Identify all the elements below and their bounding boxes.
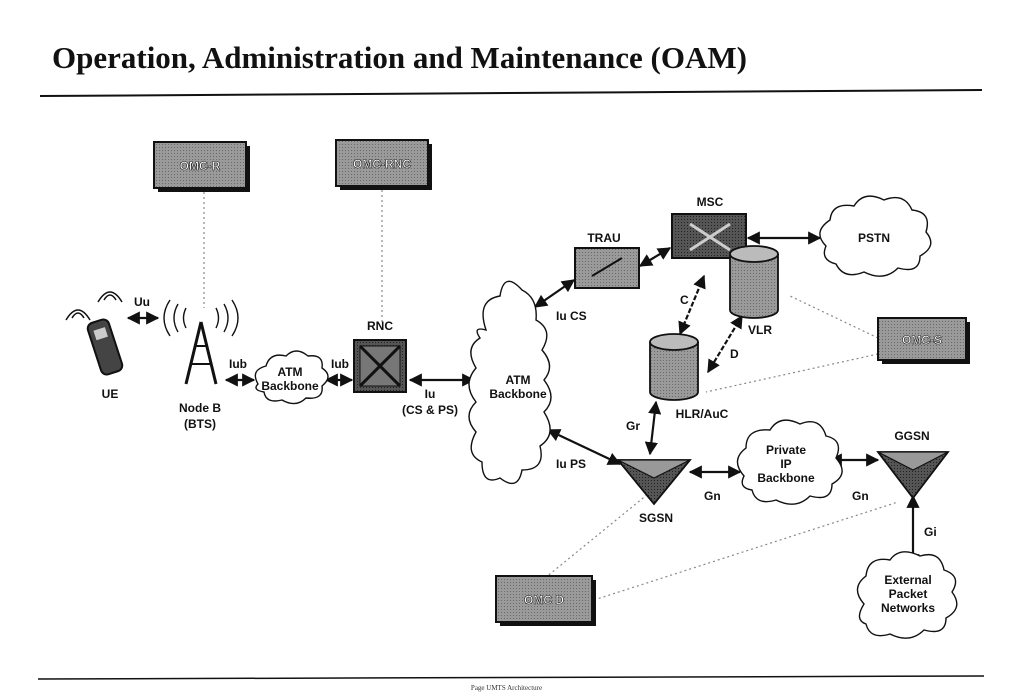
omc-s-box: OMC-S <box>877 317 970 364</box>
svg-text:IP: IP <box>780 457 791 471</box>
pstn-cloud: PSTN <box>819 195 932 277</box>
svg-text:External: External <box>884 573 931 587</box>
node-b-label: Node B <box>179 401 221 415</box>
vlr-label: VLR <box>748 323 772 337</box>
external-packet-networks-cloud: External Packet Networks <box>856 551 958 639</box>
hlr-database-icon: HLR/AuC <box>649 333 729 421</box>
svg-text:Packet: Packet <box>889 587 928 601</box>
iub-right-label: Iub <box>331 357 349 371</box>
arrow-iu-ps <box>546 429 622 465</box>
omc-rnc-box: OMC-RNC <box>335 139 432 190</box>
iu-ps-label: Iu PS <box>556 457 586 471</box>
iu-sub-label: (CS & PS) <box>402 403 458 417</box>
svg-text:OMC-S: OMC-S <box>902 333 942 347</box>
sgsn-icon: SGSN <box>616 459 692 525</box>
arrow-iu-cs <box>533 279 576 308</box>
ggsn-icon: GGSN <box>876 429 950 500</box>
arrow-gr <box>644 400 662 456</box>
atm-backbone-cloud: ATM Backbone <box>468 280 552 485</box>
svg-text:PSTN: PSTN <box>858 231 890 245</box>
d-label: D <box>730 347 739 361</box>
gn-right-label: Gn <box>852 489 869 503</box>
svg-text:OMC-R: OMC-R <box>180 159 221 173</box>
rnc-label: RNC <box>367 319 393 333</box>
svg-text:Networks: Networks <box>881 601 935 615</box>
iu-cs-label: Iu CS <box>556 309 587 323</box>
svg-text:ATM: ATM <box>505 373 530 387</box>
gn-left-label: Gn <box>704 489 721 503</box>
node-b-sub-label: (BTS) <box>184 417 216 431</box>
interface-arrows <box>126 231 920 568</box>
msc-label: MSC <box>697 195 724 209</box>
node-b-tower-icon: Node B (BTS) <box>163 299 239 431</box>
sgsn-label: SGSN <box>639 511 673 525</box>
gr-label: Gr <box>626 419 640 433</box>
rnc-icon: RNC <box>353 319 407 393</box>
ue-label: UE <box>102 387 119 401</box>
trau-icon: TRAU <box>574 231 640 289</box>
svg-text:OMC-RNC: OMC-RNC <box>353 157 411 171</box>
page-title: Operation, Administration and Maintenanc… <box>52 40 747 75</box>
footer-rule <box>37 675 985 680</box>
arrow-trau-msc <box>638 247 672 267</box>
omc-d-box: OMC D <box>495 575 596 626</box>
iu-label: Iu <box>425 387 436 401</box>
msc-icon: MSC <box>671 195 747 259</box>
ue-phone-icon: UE <box>65 291 124 401</box>
svg-text:OMC D: OMC D <box>524 593 564 607</box>
svg-text:Backbone: Backbone <box>261 379 319 393</box>
hlr-label: HLR/AuC <box>676 407 729 421</box>
footer-caption: Page UMTS Architecture <box>470 684 543 692</box>
uu-label: Uu <box>134 295 150 309</box>
atm-backbone-small-cloud: ATM Backbone <box>254 350 329 405</box>
omc-r-box: OMC-R <box>153 141 250 192</box>
svg-text:ATM: ATM <box>277 365 302 379</box>
arrow-d <box>707 314 743 374</box>
title-rule <box>39 89 983 97</box>
c-label: C <box>680 293 689 307</box>
svg-text:Backbone: Backbone <box>489 387 547 401</box>
vlr-database-icon: VLR <box>729 245 779 337</box>
gi-label: Gi <box>924 525 937 539</box>
ggsn-label: GGSN <box>894 429 929 443</box>
svg-text:Backbone: Backbone <box>757 471 815 485</box>
svg-text:Private: Private <box>766 443 806 457</box>
trau-label: TRAU <box>587 231 620 245</box>
oam-dotted-links <box>203 190 899 601</box>
iub-left-label: Iub <box>229 357 247 371</box>
arrow-c <box>678 274 706 336</box>
private-ip-backbone-cloud: Private IP Backbone <box>736 419 843 505</box>
